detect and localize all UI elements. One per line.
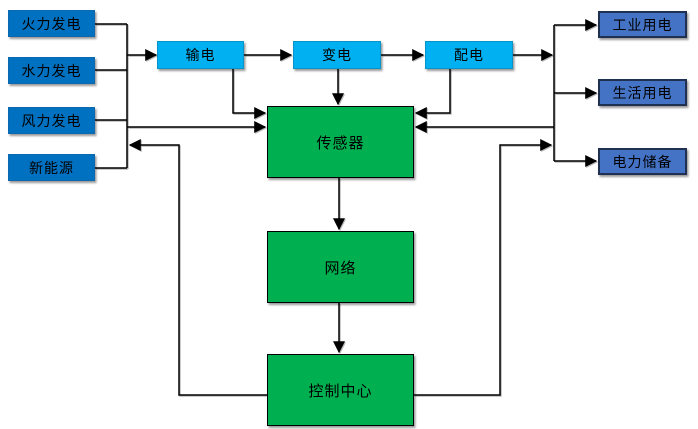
node-thermal-power: 火力发电 — [8, 10, 95, 37]
node-hydro-power: 水力发电 — [8, 57, 95, 84]
node-label: 网络 — [324, 258, 357, 277]
node-transmission: 输电 — [157, 41, 244, 69]
node-residential-load: 生活用电 — [598, 79, 687, 106]
node-wind-power: 风力发电 — [8, 107, 95, 134]
node-industrial-load: 工业用电 — [598, 11, 687, 38]
node-label: 电力储备 — [612, 154, 673, 171]
node-label: 传感器 — [316, 133, 365, 152]
node-label: 风力发电 — [21, 113, 82, 130]
node-label: 水力发电 — [21, 63, 82, 80]
edge-distribution-to-sensor — [414, 69, 451, 119]
node-label: 新能源 — [29, 160, 74, 177]
node-label: 工业用电 — [612, 17, 673, 34]
node-label: 输电 — [185, 48, 216, 64]
node-label: 配电 — [454, 48, 484, 64]
node-label: 火力发电 — [21, 16, 82, 33]
node-label: 变电 — [322, 48, 352, 64]
node-new-energy: 新能源 — [8, 154, 95, 181]
node-label: 控制中心 — [308, 381, 373, 400]
node-sensor: 传感器 — [267, 106, 414, 178]
node-control-center: 控制中心 — [267, 354, 414, 426]
edge-control-to-rightbus — [414, 139, 553, 396]
node-label: 生活用电 — [612, 85, 673, 102]
edge-control-to-leftbus — [128, 139, 267, 396]
node-substation: 变电 — [293, 41, 381, 69]
edge-transmission-to-sensor — [232, 69, 267, 119]
node-distribution: 配电 — [425, 41, 513, 69]
node-network: 网络 — [267, 231, 414, 303]
node-power-reserve: 电力储备 — [598, 148, 687, 175]
